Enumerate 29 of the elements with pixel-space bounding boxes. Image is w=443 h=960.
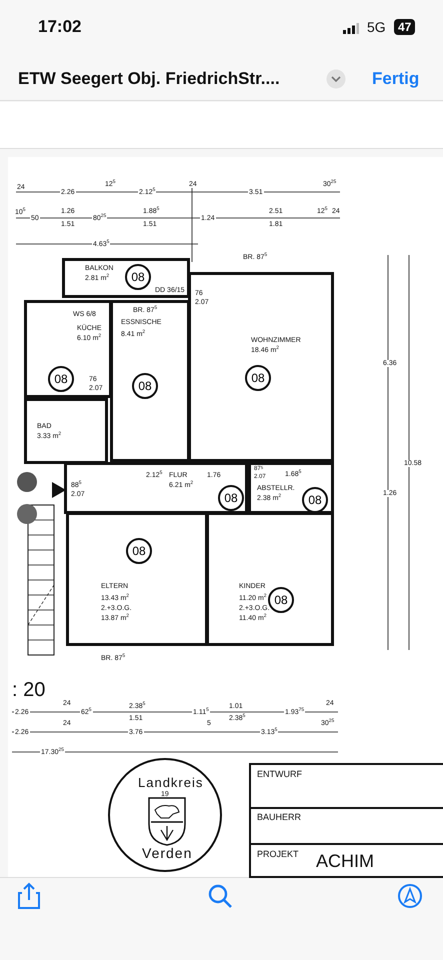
done-link: Fertig — [372, 70, 420, 87]
room-number-marker: 08 — [132, 373, 158, 399]
project-location: ACHIM — [315, 852, 375, 870]
title-block-label: BAUHERR — [256, 813, 302, 822]
room-outline — [62, 258, 190, 298]
stamp-text: Landkreis — [138, 776, 204, 789]
battery-level-indicator: 47 — [394, 19, 416, 35]
room-number-marker: 08 — [218, 485, 244, 511]
room-number-marker: 08 — [126, 538, 152, 564]
room-outline — [66, 512, 208, 646]
room-outline — [24, 398, 108, 464]
room-outline — [24, 300, 112, 398]
clock-time: 17:02 — [38, 18, 82, 35]
room-outline — [110, 300, 190, 462]
room-outline — [206, 512, 334, 646]
room-outline — [248, 462, 334, 514]
room-number-marker: 08 — [125, 264, 151, 290]
room-outline — [188, 272, 334, 462]
title-block-label: ENTWURF — [256, 770, 303, 779]
room-outline — [64, 462, 248, 514]
document-title: ETW Seegert Obj. FriedrichStr.... — [18, 70, 280, 87]
room-number-marker: 08 — [302, 487, 328, 513]
title-block-label: PROJEKT — [256, 850, 300, 859]
room-number-marker: 08 — [48, 366, 74, 392]
room-number-marker: 08 — [268, 587, 294, 613]
stamp-text: Verden — [142, 846, 192, 860]
room-number-marker: 08 — [245, 365, 271, 391]
scale-text: : 20 — [12, 680, 46, 700]
network-indicator: 5G — [367, 20, 386, 34]
